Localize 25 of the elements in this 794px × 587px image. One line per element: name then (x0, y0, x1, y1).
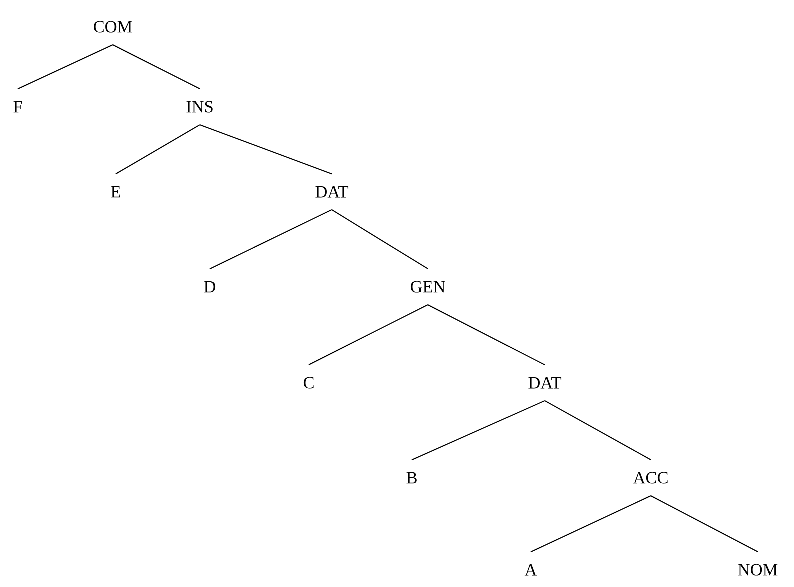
tree-branch (650, 496, 758, 552)
tree-label: COM (94, 21, 132, 33)
tree-branch (18, 44, 114, 90)
tree-label: A (524, 564, 538, 576)
tree-branch (200, 124, 332, 175)
tree-label: GEN (410, 281, 446, 293)
tree-branch (530, 496, 652, 553)
tree-branch (412, 400, 546, 461)
tree-label: E (111, 186, 120, 198)
tree-branch (428, 304, 546, 366)
tree-label: DAT (528, 377, 562, 389)
tree-label: B (406, 472, 417, 484)
tree-label: DAT (316, 186, 349, 198)
tree-label: F (14, 101, 22, 113)
tree-label: D (204, 281, 216, 293)
tree-branch (112, 44, 200, 90)
tree-branch (332, 210, 428, 270)
tree-label: INS (186, 101, 213, 113)
tree-label: NOM (738, 564, 778, 576)
tree-branch (308, 304, 428, 366)
tree-label: ACC (633, 472, 668, 484)
tree-branch (544, 400, 652, 460)
tree-branch (210, 209, 332, 270)
tree-branch (116, 124, 200, 175)
tree-label: C (304, 377, 314, 389)
